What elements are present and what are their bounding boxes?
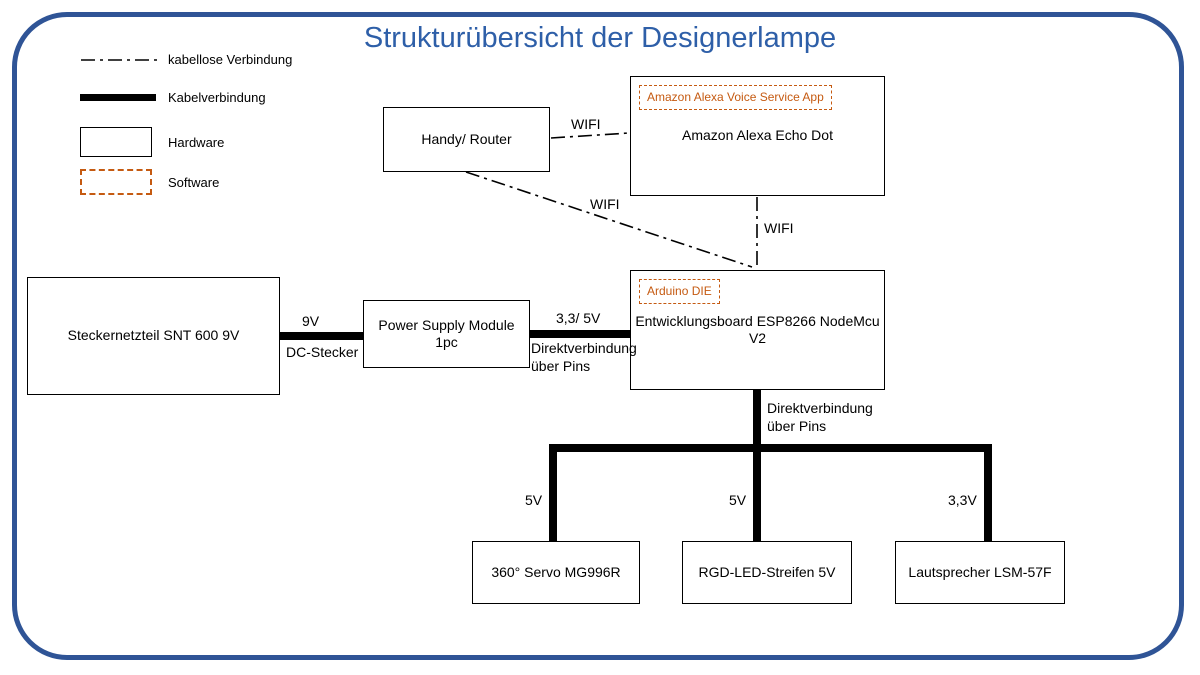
legend-hardware-label: Hardware — [168, 134, 225, 150]
cable-line-sample — [80, 94, 168, 101]
edge-label-33-5v: 3,3/ 5V — [556, 310, 601, 326]
node-esp-board: Arduino DIE Entwicklungsboard ESP8266 No… — [630, 270, 885, 390]
node-label: RGD-LED-Streifen 5V — [698, 563, 836, 580]
edge-label-wifi-router-echo: WIFI — [571, 116, 601, 132]
page-title: Strukturübersicht der Designerlampe — [363, 22, 837, 54]
outer-frame — [12, 12, 1184, 660]
software-tag-arduino: Arduino DIE — [639, 279, 720, 304]
wireless-line-sample — [80, 57, 168, 63]
node-led-strip: RGD-LED-Streifen 5V — [682, 541, 852, 604]
legend-item-hardware: Hardware — [80, 126, 224, 158]
edge-label-direct-pins-bottom: Direktverbindung über Pins — [767, 400, 873, 434]
legend-software-label: Software — [168, 174, 220, 190]
legend-item-wireless: kabellose Verbindung — [80, 52, 292, 67]
node-label: Handy/ Router — [421, 130, 512, 147]
node-label: Lautsprecher LSM-57F — [908, 563, 1052, 580]
software-box-sample — [80, 169, 168, 195]
edge-label-5v-led: 5V — [729, 492, 747, 508]
hardware-box-sample — [80, 127, 168, 157]
edge-label-5v-servo: 5V — [525, 492, 543, 508]
legend-cable-label: Kabelverbindung — [168, 90, 266, 105]
edge-label-dc-stecker: DC-Stecker — [286, 344, 359, 360]
legend-wireless-label: kabellose Verbindung — [168, 52, 293, 67]
edge-label-wifi-router-esp: WIFI — [590, 196, 620, 212]
edge-label-9v: 9V — [302, 313, 320, 329]
edge-label-wifi-echo-esp: WIFI — [764, 220, 794, 236]
edge-label-direct-pins-left: Direktverbindung über Pins — [531, 340, 637, 374]
node-servo: 360° Servo MG996R — [472, 541, 640, 604]
legend-item-cable: Kabelverbindung — [80, 90, 266, 105]
node-power-module: Power Supply Module 1pc — [363, 300, 530, 368]
edge-label-33v-speaker: 3,3V — [948, 492, 977, 508]
node-label: Amazon Alexa Echo Dot — [682, 127, 833, 144]
software-tag-alexa-app: Amazon Alexa Voice Service App — [639, 85, 832, 110]
node-label: Power Supply Module 1pc — [378, 316, 515, 351]
node-echo-dot: Amazon Alexa Voice Service App Amazon Al… — [630, 76, 885, 196]
legend-item-software: Software — [80, 168, 219, 196]
node-label: Entwicklungsboard ESP8266 NodeMcu V2 — [635, 312, 880, 347]
node-label: Steckernetzteil SNT 600 9V — [67, 327, 240, 344]
node-speaker: Lautsprecher LSM-57F — [895, 541, 1065, 604]
node-handy-router: Handy/ Router — [383, 107, 550, 172]
node-wall-adapter: Steckernetzteil SNT 600 9V — [27, 277, 280, 395]
node-label: 360° Servo MG996R — [491, 563, 621, 580]
